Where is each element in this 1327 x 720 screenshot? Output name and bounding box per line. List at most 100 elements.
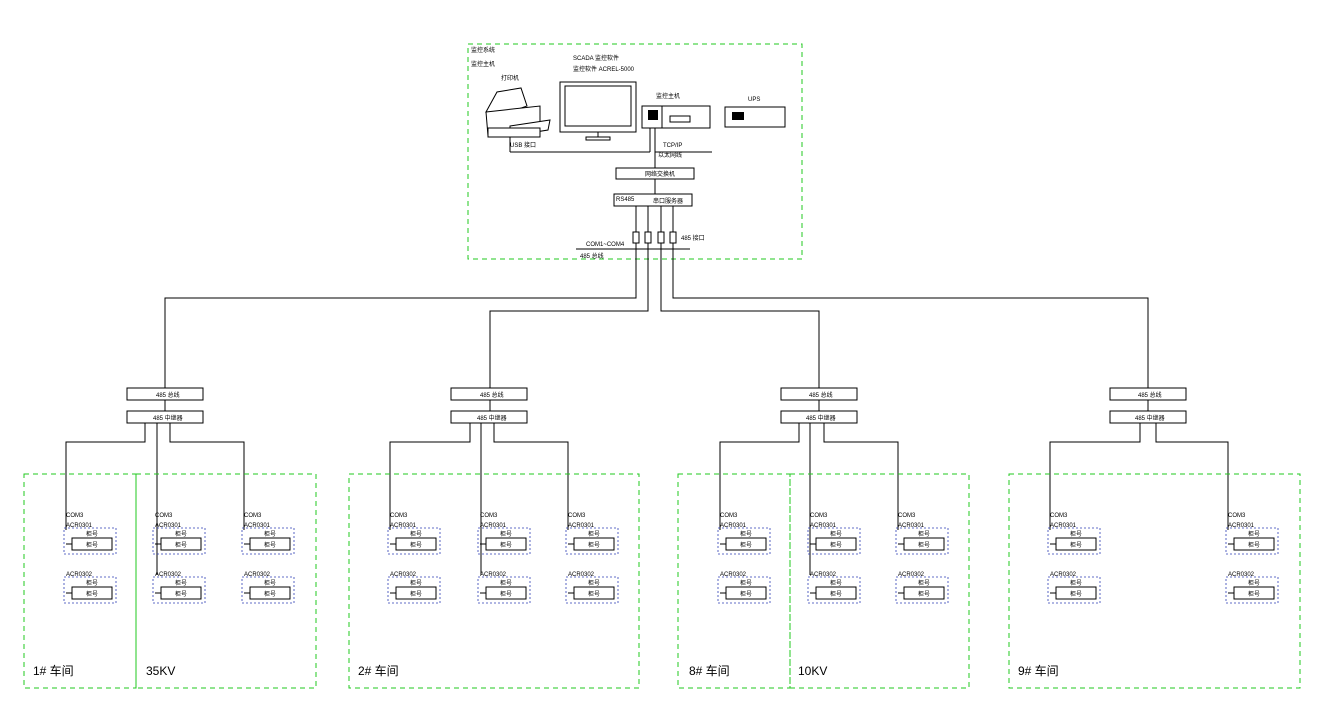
meter-b-inner-label: 柜号	[1070, 590, 1082, 598]
meter-model-b-label: ACR0302	[568, 572, 595, 578]
printer-icon	[485, 87, 551, 138]
tcp-label-2: 以太网线	[658, 151, 682, 159]
monitor-label-1: SCADA 监控软件	[573, 54, 619, 62]
repeater-3-top-label: 485 总线	[809, 391, 833, 399]
zone-label-35kv: 35KV	[146, 664, 175, 678]
meter-b-cabinet-label: 柜号	[86, 579, 98, 587]
meter-model-a-label: ACR0301	[390, 523, 417, 529]
repeater-1-bottom-label: 485 中继器	[153, 414, 183, 422]
meter-b-inner-label: 柜号	[410, 590, 422, 598]
meter-model-b-label: ACR0302	[720, 572, 747, 578]
repeater-4-top-label: 485 总线	[1138, 391, 1162, 399]
meter-a-inner-label: 柜号	[1070, 541, 1082, 549]
meter-com-label: COM3	[155, 513, 173, 519]
meter-b-cabinet-label: 柜号	[410, 579, 422, 587]
meter-model-b-label: ACR0302	[1050, 572, 1077, 578]
meter-a-cabinet-label: 柜号	[86, 530, 98, 538]
meter-model-b-label: ACR0302	[155, 572, 182, 578]
zone-frame-1	[23, 473, 137, 689]
zone-frame-9	[1008, 473, 1301, 689]
meter-b-frame	[152, 576, 206, 604]
server-label: 串口服务器	[653, 197, 683, 205]
monitor-icon	[559, 81, 637, 141]
meter-a-frame	[1225, 527, 1279, 555]
meter-a-cabinet-label: 柜号	[830, 530, 842, 538]
control-room-subtitle: 监控主机	[471, 60, 495, 68]
meter-model-b-label: ACR0302	[1228, 572, 1255, 578]
repeater-1-drops	[65, 423, 245, 575]
control-room-title: 监控系统	[471, 46, 495, 54]
printer-label: 打印机	[501, 74, 519, 82]
zone-label-10kv: 10KV	[798, 664, 827, 678]
meter-b-cabinet-label: 柜号	[500, 579, 512, 587]
meter-a-frame	[565, 527, 619, 555]
meter-a-cabinet-label: 柜号	[500, 530, 512, 538]
rs485-label: 485 接口	[681, 234, 705, 242]
meter-com-label: COM3	[66, 513, 84, 519]
meter-model-a-label: ACR0301	[1050, 523, 1077, 529]
meter-a-cabinet-label: 柜号	[1070, 530, 1082, 538]
zone-frame-2	[348, 473, 640, 689]
meter-b-cabinet-label: 柜号	[1248, 579, 1260, 587]
zone-label-8: 8# 车间	[689, 663, 730, 678]
meter-com-label: COM3	[1228, 513, 1246, 519]
meter-b-cabinet-label: 柜号	[264, 579, 276, 587]
meter-b-inner-label: 柜号	[500, 590, 512, 598]
zone-frame-10kv	[789, 473, 970, 689]
switch-label: 网络交换机	[645, 170, 675, 178]
meter-a-frame	[477, 527, 531, 555]
meter-a-inner-label: 柜号	[830, 541, 842, 549]
meter-b-frame	[241, 576, 295, 604]
meter-b-frame	[807, 576, 861, 604]
meter-b-inner-label: 柜号	[830, 590, 842, 598]
meter-a-inner-label: 柜号	[500, 541, 512, 549]
meter-b-cabinet-label: 柜号	[588, 579, 600, 587]
host-label: 监控主机	[656, 92, 680, 100]
meter-a-cabinet-label: 柜号	[410, 530, 422, 538]
repeater-1-top-label: 485 总线	[156, 391, 180, 399]
meter-a-cabinet-label: 柜号	[918, 530, 930, 538]
meter-a-cabinet-label: 柜号	[740, 530, 752, 538]
rs485-ports	[632, 206, 677, 244]
zone-label-1: 1# 车间	[33, 663, 74, 678]
meter-model-b-label: ACR0302	[898, 572, 925, 578]
meter-model-a-label: ACR0301	[155, 523, 182, 529]
repeater-2-top-label: 485 总线	[480, 391, 504, 399]
meter-com-label: COM3	[1050, 513, 1068, 519]
meter-com-label: COM3	[810, 513, 828, 519]
meter-b-inner-label: 柜号	[175, 590, 187, 598]
meter-model-b-label: ACR0302	[390, 572, 417, 578]
meter-b-inner-label: 柜号	[918, 590, 930, 598]
meter-b-frame	[717, 576, 771, 604]
repeater-3-bottom-label: 485 中继器	[806, 414, 836, 422]
meter-model-a-label: ACR0301	[720, 523, 747, 529]
meter-a-inner-label: 柜号	[740, 541, 752, 549]
meter-com-label: COM3	[390, 513, 408, 519]
meter-a-frame	[387, 527, 441, 555]
meter-b-frame	[63, 576, 117, 604]
meter-b-inner-label: 柜号	[1248, 590, 1260, 598]
meter-a-frame	[63, 527, 117, 555]
meter-model-a-label: ACR0301	[480, 523, 507, 529]
repeater-2-drops	[389, 423, 569, 575]
meter-b-inner-label: 柜号	[86, 590, 98, 598]
meter-a-cabinet-label: 柜号	[175, 530, 187, 538]
meter-model-b-label: ACR0302	[810, 572, 837, 578]
meter-model-a-label: ACR0301	[1228, 523, 1255, 529]
meter-com-label: COM3	[720, 513, 738, 519]
meter-model-a-label: ACR0301	[810, 523, 837, 529]
meter-a-frame	[152, 527, 206, 555]
meter-a-frame	[807, 527, 861, 555]
host-computer-icon	[641, 105, 711, 129]
meter-b-inner-label: 柜号	[264, 590, 276, 598]
serial-server	[613, 193, 693, 207]
monitor-label-2: 监控软件 ACREL-5000	[573, 65, 635, 73]
meter-a-frame	[241, 527, 295, 555]
